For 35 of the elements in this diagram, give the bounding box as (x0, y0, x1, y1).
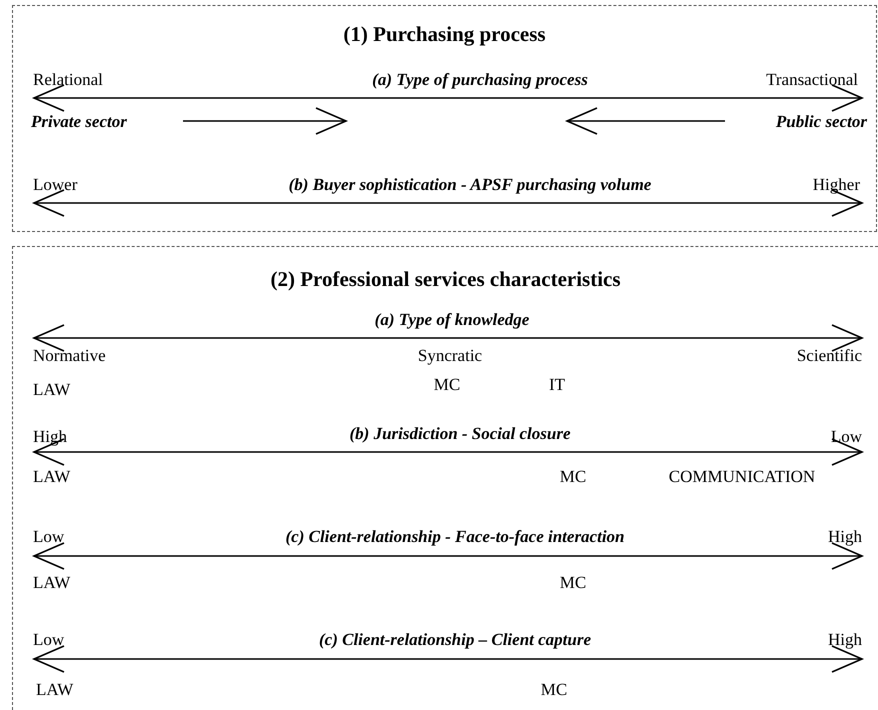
scale-label: Relational (33, 70, 103, 90)
scale-label: Low (33, 630, 64, 650)
scale-heading: Public sector (776, 112, 867, 132)
scale-heading: Private sector (31, 112, 127, 132)
panel-heading: (1) Purchasing process (342, 22, 547, 46)
scale-label: High (828, 527, 862, 547)
scale-label: MC (560, 573, 586, 593)
scale-heading: (b) Buyer sophistication - APSF purchasing volume (288, 175, 652, 195)
scale-label: LAW (33, 380, 70, 400)
scale-label: IT (548, 375, 566, 395)
dashed-panel (12, 246, 878, 710)
scale-label: LAW (33, 467, 70, 487)
scale-label: High (33, 427, 67, 447)
scale-label: COMMUNICATION (668, 467, 816, 487)
panel-heading: (2) Professional services characteristics (269, 267, 622, 291)
scale-label: Low (33, 527, 64, 547)
scale-label: MC (540, 680, 568, 700)
scale-label: Transactional (766, 70, 858, 90)
scale-label: Lower (33, 175, 78, 195)
scale-label: MC (560, 467, 586, 487)
scale-heading: (b) Jurisdiction - Social closure (350, 424, 570, 444)
dashed-panel (12, 5, 877, 232)
scale-heading: (a) Type of knowledge (374, 310, 530, 330)
scale-label: Syncratic (418, 346, 482, 366)
scale-label: MC (434, 375, 460, 395)
scale-label: High (828, 630, 862, 650)
scale-label: Higher (812, 175, 860, 195)
scale-heading: (c) Client-relationship - Face-to-face interaction (286, 527, 624, 547)
scale-label: Low (830, 427, 862, 447)
scale-label: Scientific (796, 346, 862, 366)
scale-heading: (a) Type of purchasing process (372, 70, 588, 90)
scale-label: LAW (33, 573, 70, 593)
scale-label: LAW (36, 680, 74, 700)
scale-label: Normative (33, 346, 106, 366)
scale-heading: (c) Client-relationship – Client capture (319, 630, 591, 650)
